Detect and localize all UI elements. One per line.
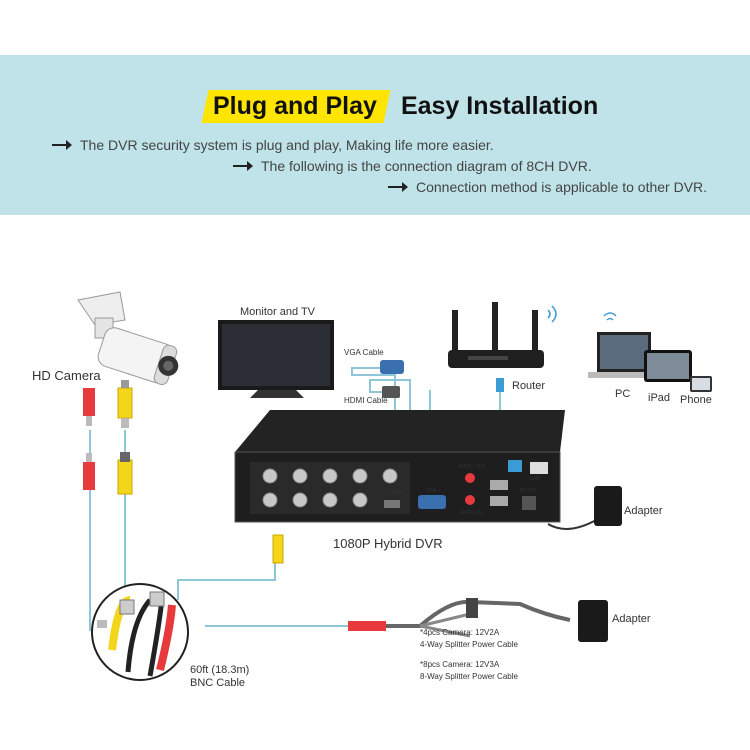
monitor-icon: [218, 320, 334, 398]
label-port-hdmi: HDMI: [390, 490, 403, 496]
label-pc: PC: [615, 388, 631, 400]
title-rest: Easy Installation: [400, 91, 599, 120]
bullet-text: The following is the connection diagram …: [261, 158, 592, 174]
camera-plugs: [83, 380, 133, 495]
label-bnc-cable: BNC Cable: [190, 677, 246, 689]
guide-line-red: [89, 430, 105, 631]
label-ipad: iPad: [648, 392, 671, 404]
label-hd-camera: HD Camera: [32, 368, 101, 383]
arrow-right-icon: [388, 182, 408, 192]
label-port-dc12v: DC12V: [520, 488, 537, 494]
label-vga-cable: VGA Cable: [344, 348, 384, 357]
label-port-audio-in: AUDIO IN: [460, 510, 483, 516]
label-dvr: 1080P Hybrid DVR: [333, 536, 443, 551]
label-adapter-2: Adapter: [612, 613, 651, 625]
page-title: Plug and Play Easy Installation: [201, 88, 599, 124]
label-splitter-4-line2: 4-Way Splitter Power Cable: [420, 640, 518, 649]
bullet-2: The following is the connection diagram …: [233, 158, 592, 174]
bullet-text: The DVR security system is plug and play…: [80, 137, 494, 153]
label-hdmi-cable: HDMI Cable: [344, 396, 388, 405]
bullet-1: The DVR security system is plug and play…: [52, 137, 494, 153]
label-splitter-4-line1: *4pcs Camera: 12V2A: [420, 628, 500, 637]
guide-line-video: [177, 560, 276, 600]
splitter-cable: [348, 598, 571, 638]
label-splitter-8-line2: 8-Way Splitter Power Cable: [420, 672, 518, 681]
label-adapter-1: Adapter: [624, 505, 663, 517]
router-icon: [448, 302, 557, 392]
label-phone: Phone: [680, 394, 712, 406]
bullet-text: Connection method is applicable to other…: [416, 179, 708, 195]
label-splitter-8-line1: *8pcs Camera: 12V3A: [420, 660, 500, 669]
label-router: Router: [512, 380, 546, 392]
bullet-3: Connection method is applicable to other…: [388, 179, 707, 195]
header-banner: [0, 55, 750, 215]
cable-connectors: [380, 360, 404, 398]
label-port-lan: LAN: [530, 476, 540, 482]
dvr-icon: [234, 410, 599, 564]
label-port-vga: VGA: [426, 488, 437, 494]
camera-icon: [77, 291, 179, 386]
guide-line-vga: [351, 367, 396, 468]
label-monitor: Monitor and TV: [240, 306, 316, 318]
label-bnc-length: 60ft (18.3m): [190, 664, 250, 676]
devices-icon: [588, 312, 712, 392]
label-port-audio-out: AUDIO OUT: [458, 464, 486, 470]
arrow-right-icon: [52, 140, 72, 150]
adapter-icon: [578, 486, 622, 642]
bnc-cable-bundle: [91, 583, 189, 681]
arrow-right-icon: [233, 161, 253, 171]
